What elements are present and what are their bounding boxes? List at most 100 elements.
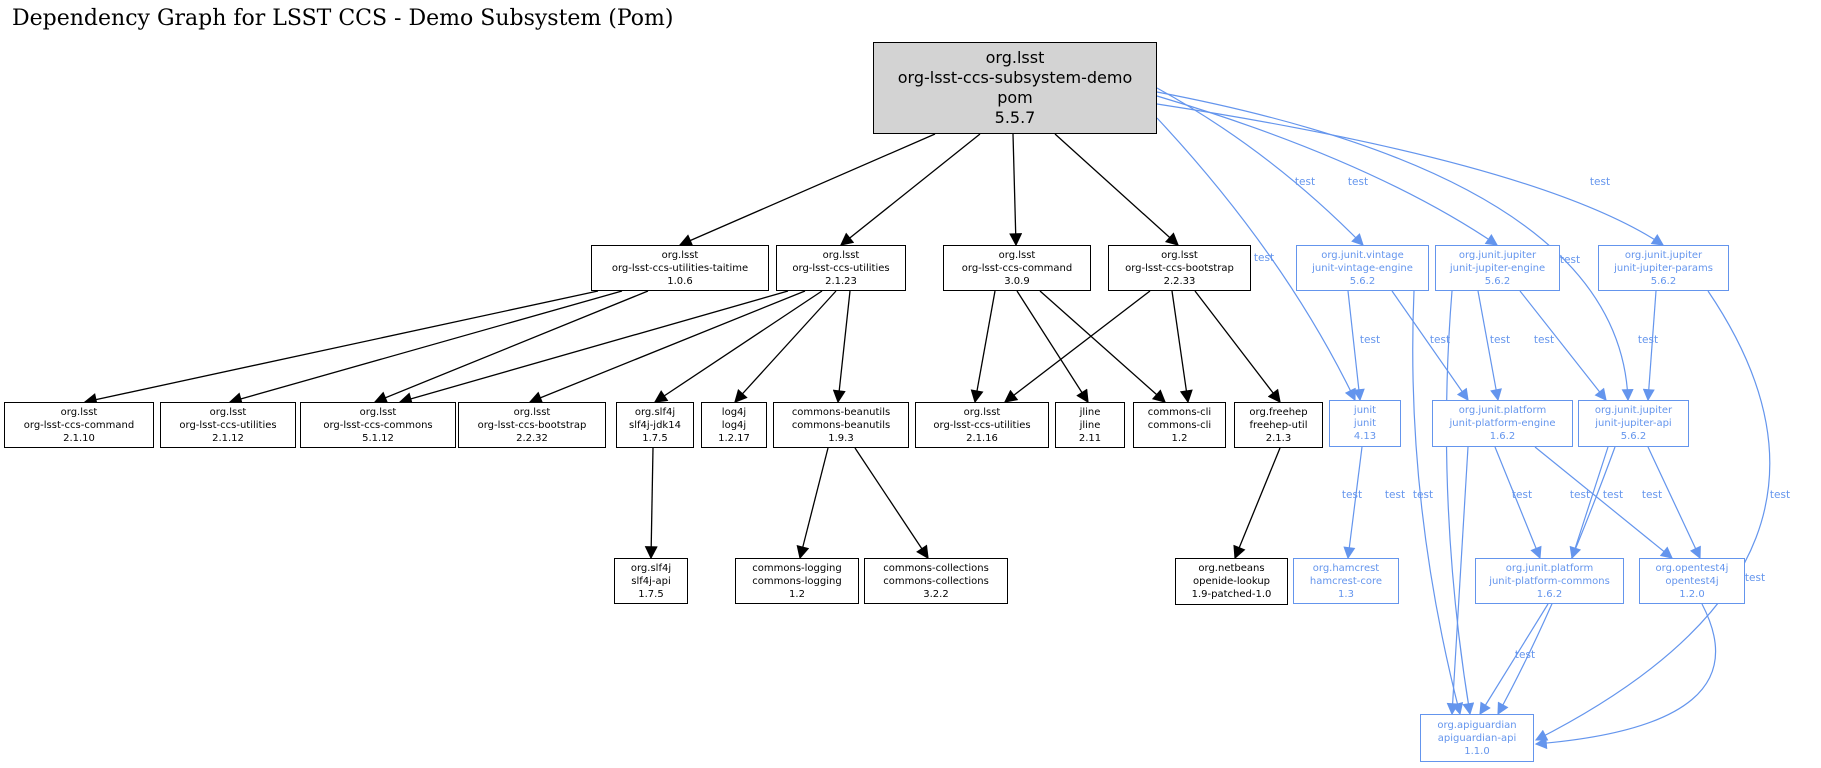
node-jupengine-version: 5.6.2: [1484, 275, 1511, 287]
edge-scope-label: test: [1384, 489, 1406, 501]
node-slf4jjdk14-group: org.slf4j: [634, 406, 676, 418]
node-command309-artifact: org-lsst-ccs-command: [961, 262, 1073, 274]
node-opentest4j-version: 1.2.0: [1679, 588, 1705, 600]
edge-bootstrap2233-to-freehep: [1194, 290, 1281, 404]
edge-scope-label: test: [1769, 489, 1791, 501]
node-command2110-artifact: org-lsst-ccs-command: [23, 419, 135, 431]
edge-root-to-bootstrap2233: [1054, 133, 1179, 246]
edge-root-to-vintage: [1156, 87, 1364, 246]
node-beanutils-group: commons-beanutils: [791, 406, 891, 418]
node-junit413-version: 4.13: [1353, 431, 1377, 442]
edge-beanutils-to-commonslogging: [796, 447, 829, 560]
node-bootstrap2233-group: org.lsst: [1161, 249, 1198, 261]
node-commonslogging-artifact: commons-logging: [752, 575, 842, 587]
edge-scope-label: test: [1641, 489, 1663, 501]
node-platformengine-artifact: junit-platform-engine: [1449, 418, 1556, 429]
node-jupapi-version: 5.6.2: [1620, 431, 1647, 442]
node-openide-group: org.netbeans: [1198, 563, 1265, 574]
node-utilities2116-version: 2.1.16: [966, 432, 998, 444]
node-commons5112-group: org.lsst: [359, 406, 397, 418]
node-apiguardian-artifact: apiguardian-api: [1437, 732, 1517, 744]
node-jupengine-artifact: junit-jupiter-engine: [1449, 262, 1546, 274]
node-platformcommons-group: org.junit.platform: [1505, 562, 1594, 574]
edge-scope-label: test: [1341, 489, 1363, 501]
edge-scope-label: test: [1637, 334, 1659, 346]
edge-jupparams-to-apiguardian: [1534, 290, 1771, 741]
edge-utilities223-to-commons5112: [398, 290, 789, 406]
node-commonslogging-version: 1.2: [789, 588, 805, 600]
node-root-group: org.lsst: [985, 48, 1045, 67]
node-jline-group: jline: [1079, 406, 1101, 418]
edge-junit413-to-hamcrest: [1343, 446, 1363, 560]
edge-jupapi-to-platformcommons: [1569, 446, 1609, 560]
node-commonscli-version: 1.2: [1171, 432, 1188, 444]
edge-platformengine-to-platformcommons: [1494, 446, 1542, 560]
edge-vintage-to-platformengine: [1391, 290, 1469, 401]
node-opentest4j-group: org.opentest4j: [1655, 562, 1729, 574]
edge-scope-label: test: [1412, 489, 1434, 501]
node-jupparams-version: 5.6.2: [1650, 275, 1677, 287]
edge-platformengine-to-apiguardian: [1446, 446, 1469, 716]
edge-scope-label: test: [1489, 334, 1511, 346]
node-slf4jjdk14-version: 1.7.5: [642, 432, 668, 444]
node-junit413-group: junit: [1353, 405, 1377, 416]
node-utilities223-artifact: org-lsst-ccs-utilities: [792, 262, 890, 274]
edge-utilities223-to-beanutils: [832, 290, 851, 404]
edge-freehep-to-openide: [1233, 447, 1281, 560]
node-utilities2116-group: org.lsst: [963, 406, 1001, 418]
node-apiguardian-group: org.apiguardian: [1437, 719, 1517, 731]
node-opentest4j-artifact: opentest4j: [1665, 575, 1719, 587]
node-utilities2112-version: 2.1.12: [212, 432, 244, 444]
node-freehep-artifact: freehep-util: [1249, 419, 1308, 431]
node-slf4japi-group: org.slf4j: [630, 562, 672, 574]
node-jupparams-group: org.junit.jupiter: [1624, 249, 1703, 261]
node-beanutils-artifact: commons-beanutils: [791, 419, 891, 431]
edge-utilities223-to-slf4jjdk14: [653, 290, 823, 403]
node-jupparams-artifact: junit-jupiter-params: [1614, 262, 1713, 274]
edge-root-to-jupapi: [1156, 91, 1634, 402]
node-junit413-artifact: junit: [1353, 418, 1377, 429]
node-vintage-version: 5.6.2: [1349, 275, 1376, 287]
node-root-artifact: org-lsst-ccs-subsystem-demo: [897, 68, 1133, 87]
edge-platformcommons-to-apiguardian: [1479, 603, 1549, 716]
node-hamcrest-group: org.hamcrest: [1312, 562, 1380, 574]
node-commonscollections-version: 3.2.2: [923, 588, 949, 600]
node-platformcommons-artifact: junit-platform-commons: [1489, 575, 1610, 587]
node-utilities2112-group: org.lsst: [209, 406, 247, 418]
node-command2110-version: 2.1.10: [63, 432, 95, 444]
edge-scope-label: test: [1429, 334, 1451, 346]
node-bootstrap2232-artifact: org-lsst-ccs-bootstrap: [477, 419, 587, 431]
edge-scope-label: test: [1744, 572, 1766, 584]
edge-jupengine-to-jupapi: [1519, 290, 1607, 401]
node-vintage-group: org.junit.vintage: [1321, 249, 1404, 261]
edge-scope-label: test: [1359, 334, 1381, 346]
edge-opentest4j-to-apiguardian: [1534, 603, 1717, 750]
node-taitime-version: 1.0.6: [667, 275, 693, 287]
node-taitime-artifact: org-lsst-ccs-utilities-taitime: [611, 262, 749, 274]
node-bootstrap2233-artifact: org-lsst-ccs-bootstrap: [1125, 262, 1234, 274]
node-log4j-version: 1.2.17: [718, 432, 750, 444]
edge-scope-label: test: [1347, 176, 1369, 188]
edge-beanutils-to-commonscollections: [854, 447, 929, 560]
node-bootstrap2232-version: 2.2.32: [516, 432, 548, 444]
